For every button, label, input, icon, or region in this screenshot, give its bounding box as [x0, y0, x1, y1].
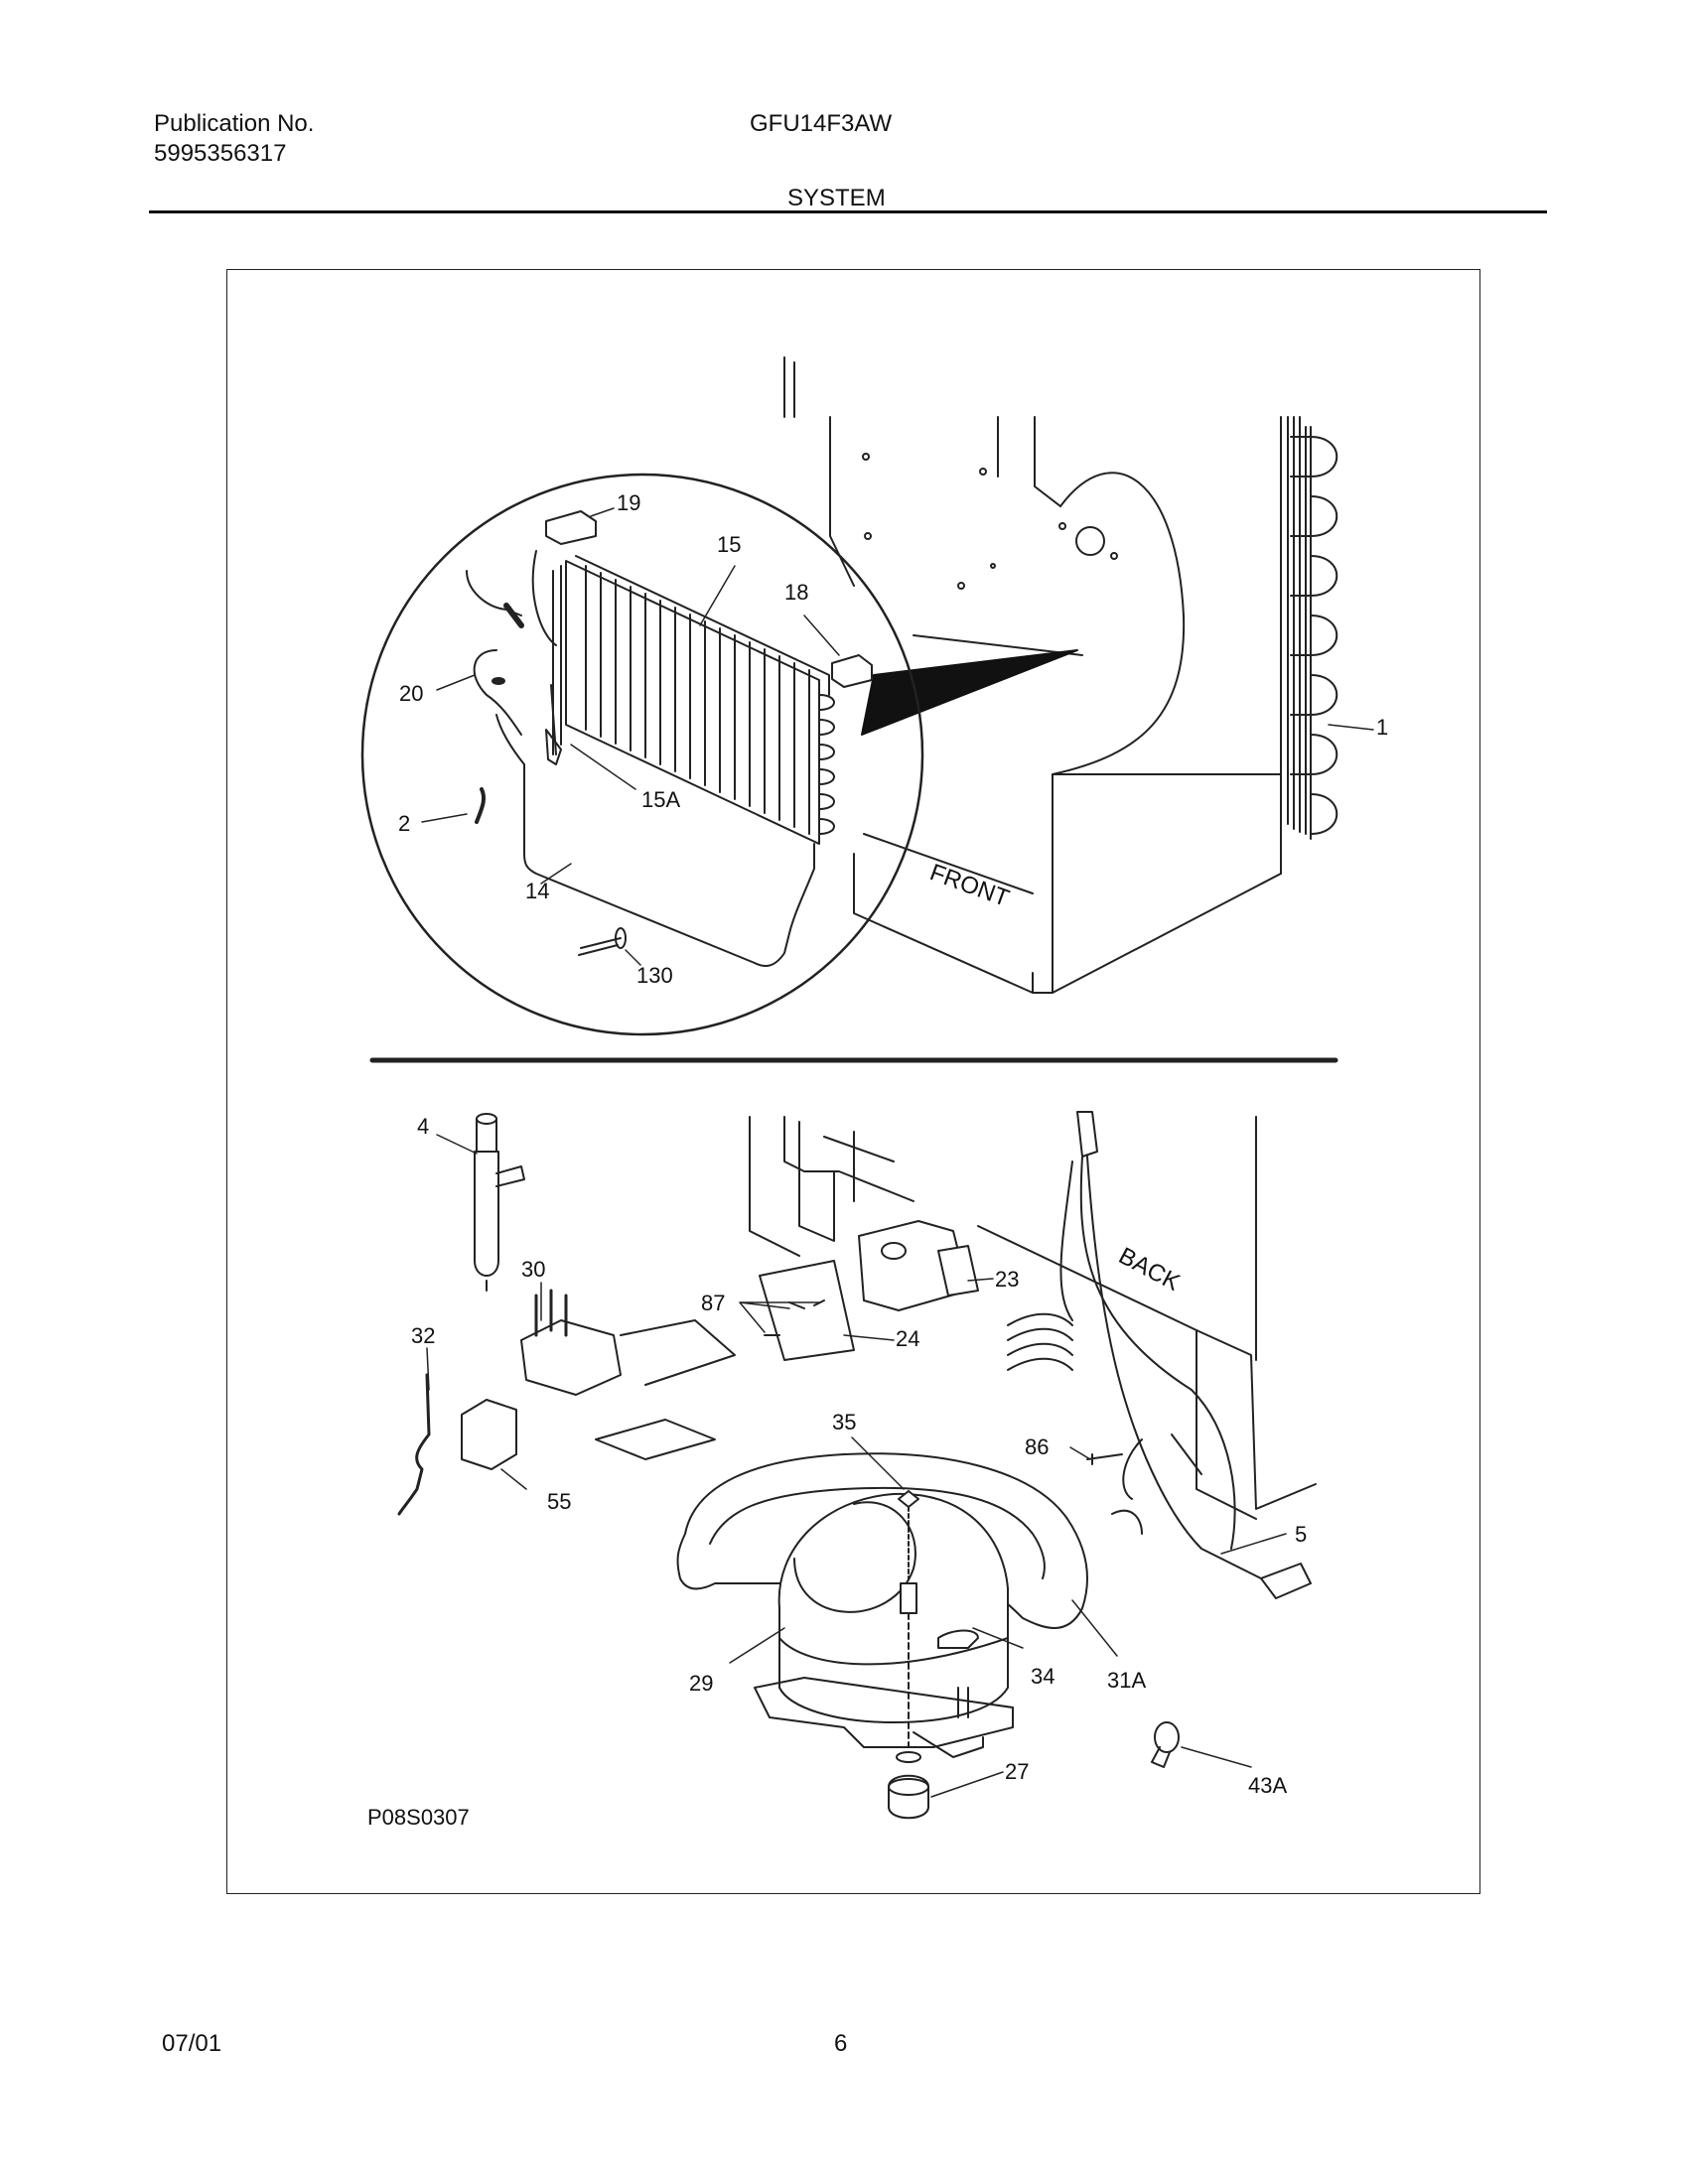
callout-2: 2	[398, 811, 410, 836]
callout-55: 55	[547, 1489, 571, 1514]
callout-27: 27	[1005, 1759, 1029, 1784]
section-title: SYSTEM	[787, 185, 886, 211]
clamp-43A	[1151, 1721, 1180, 1768]
callout-14: 14	[525, 879, 549, 903]
timer-23	[858, 1220, 979, 1311]
callout-35: 35	[832, 1410, 856, 1434]
callout-20: 20	[399, 681, 423, 706]
drier-4	[474, 1113, 525, 1292]
callout-30: 30	[521, 1257, 545, 1282]
callout-24: 24	[896, 1326, 919, 1351]
compressor-29	[754, 1492, 1014, 1758]
evaporator	[552, 555, 835, 845]
callout-1: 1	[1376, 715, 1388, 740]
callout-15: 15	[717, 532, 741, 557]
block-18	[831, 654, 873, 688]
callout-130: 130	[636, 963, 673, 988]
clip-2	[475, 787, 487, 824]
bracket-24	[759, 1260, 855, 1361]
callout-15A: 15A	[641, 787, 680, 812]
drawing-number: P08S0307	[367, 1805, 470, 1830]
mount-hardware	[888, 1490, 929, 1820]
cabinet-upper	[783, 356, 1282, 994]
diagram-frame	[226, 269, 1480, 1894]
callout-18: 18	[784, 580, 808, 605]
leaders-upper	[421, 507, 1374, 966]
screw-86	[1086, 1453, 1123, 1465]
view-pointer-wedge	[861, 649, 1078, 736]
harness-sheet	[595, 1419, 716, 1460]
callout-5: 5	[1295, 1522, 1307, 1547]
callout-31A: 31A	[1107, 1668, 1146, 1693]
wire-32	[397, 1373, 431, 1516]
tube-14	[495, 714, 815, 967]
callout-4: 4	[417, 1114, 429, 1139]
cabinet-lower	[749, 1116, 1317, 1520]
sensor-20	[466, 550, 557, 736]
callout-19: 19	[617, 490, 640, 515]
callout-43A: 43A	[1248, 1773, 1287, 1798]
callout-34: 34	[1031, 1664, 1055, 1689]
model-number: GFU14F3AW	[750, 110, 893, 137]
fitting-15A	[545, 684, 562, 765]
publication-label: Publication No.	[154, 110, 315, 137]
header-rule	[149, 210, 1547, 213]
label-front: FRONT	[926, 859, 1013, 912]
condenser-coil	[1287, 416, 1338, 840]
footer-date: 07/01	[162, 2030, 222, 2057]
power-cord-5	[1007, 1111, 1312, 1599]
part-130	[578, 927, 627, 956]
callout-23: 23	[995, 1267, 1019, 1292]
page-number: 6	[834, 2030, 848, 2057]
callout-86: 86	[1025, 1434, 1049, 1459]
cover-55	[461, 1399, 517, 1470]
label-back: BACK	[1114, 1242, 1184, 1297]
detail-magnifier-circle	[360, 473, 924, 1036]
block-19	[545, 510, 597, 545]
callout-87: 87	[701, 1291, 725, 1315]
callout-29: 29	[689, 1671, 713, 1696]
relay-30	[520, 1289, 736, 1396]
callout-32: 32	[411, 1323, 435, 1348]
leaders-lower	[426, 1134, 1287, 1798]
publication-number: 5995356317	[154, 140, 287, 167]
